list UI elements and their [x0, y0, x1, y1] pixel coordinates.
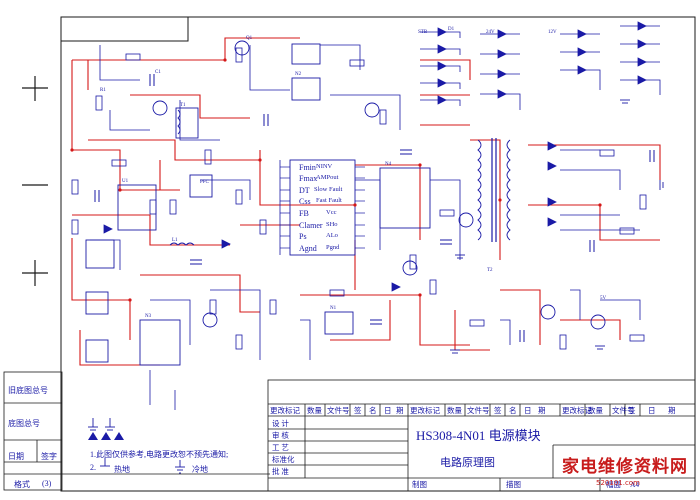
- ic-pin-label: Css: [299, 197, 311, 206]
- cold-ground-label: 冷地: [192, 465, 208, 474]
- component-ref: Q1: [246, 36, 253, 41]
- rev-header-cell: 更改标记: [410, 406, 440, 415]
- rev-header-cell: 文件号: [327, 406, 350, 415]
- ic-pin-label: Slow Fault: [314, 186, 343, 193]
- trace-label: 描图: [506, 480, 521, 489]
- old-base-number-label: 旧底图总号: [8, 386, 48, 395]
- component-ref: STB: [418, 30, 428, 35]
- component-ref: N4: [385, 162, 392, 167]
- component-ref: C1: [155, 70, 161, 75]
- rev-header-cell: 期: [668, 406, 676, 415]
- component-ref: T1: [180, 103, 186, 108]
- component-ref: U1: [122, 179, 129, 184]
- date-label: 日期: [8, 452, 24, 461]
- component-ref: 5V: [600, 296, 607, 301]
- drawing-title: HS308-4N01 电源模块: [416, 428, 541, 443]
- ic-pin-label: Fast Fault: [316, 197, 342, 204]
- ic-pin-label: SHo: [326, 221, 338, 228]
- note-line-1: 1.此图仅供参考,电路更改恕不预先通知;: [90, 450, 229, 459]
- base-number-label: 底图总号: [8, 419, 40, 428]
- note-line-2-prefix: 2.: [90, 463, 96, 472]
- rev-header-cell: 数量: [588, 406, 603, 415]
- component-ref: D1: [448, 27, 455, 32]
- ic-pin-label: AMPout: [316, 174, 339, 181]
- watermark-url: 520101.com: [596, 479, 640, 487]
- rev-header-cell: 文件号: [612, 406, 635, 415]
- format-value: (3): [42, 479, 52, 488]
- sign-label: 签字: [41, 452, 57, 461]
- design-row-label: 设 计: [272, 419, 289, 428]
- rev-header-cell: 日: [384, 406, 392, 415]
- ic-pin-label: Vcc: [326, 209, 337, 216]
- approve-row-label: 批 准: [272, 467, 289, 476]
- component-ref: 12V: [548, 30, 557, 35]
- component-ref: T2: [487, 268, 493, 273]
- review-row-label: 审 核: [272, 431, 289, 440]
- rev-header-cell: 日: [648, 406, 656, 415]
- ic-pin-label: Fmin: [299, 163, 316, 172]
- rev-header-cell: 签: [494, 406, 502, 415]
- ic-pin-label: Agnd: [299, 244, 317, 253]
- ic-pin-label: Pgnd: [326, 244, 340, 251]
- component-ref: 24V: [486, 30, 495, 35]
- ic-pin-label: Fmax: [299, 174, 318, 183]
- standard-row-label: 标准化: [272, 455, 295, 464]
- draw-label: 制图: [412, 480, 427, 489]
- rev-header-cell: 签: [354, 406, 362, 415]
- rev-header-cell: 期: [538, 406, 546, 415]
- component-ref: N3: [145, 314, 152, 319]
- format-label: 格式: [14, 480, 30, 489]
- rev-header-cell: 数量: [307, 406, 322, 415]
- sheet-size-value: A4: [630, 480, 640, 489]
- component-ref: N1: [330, 306, 337, 311]
- watermark-text: 家电维修资料网: [562, 457, 688, 477]
- component-ref: N2: [295, 72, 302, 77]
- rev-header-cell: 期: [396, 406, 404, 415]
- rev-header-cell: 日: [524, 406, 532, 415]
- process-row-label: 工 艺: [272, 443, 289, 452]
- rev-header-cell: 数量: [447, 406, 462, 415]
- drawing-subtitle: 电路原理图: [440, 457, 495, 469]
- ic-pin-label: DT: [299, 186, 310, 195]
- sheet-size-label: 幅面: [606, 480, 621, 489]
- rev-header-cell: 名: [509, 406, 517, 415]
- component-ref: R1: [100, 88, 106, 93]
- ic-pin-label: NINV: [316, 163, 333, 170]
- ic-pin-label: FB: [299, 209, 309, 218]
- ic-pin-label: Clamer: [299, 221, 323, 230]
- hot-ground-label: 热地: [114, 465, 130, 474]
- rev-header-cell: 签: [628, 406, 636, 415]
- component-ref: PFC: [200, 180, 209, 185]
- ic-pin-label: Ps: [299, 232, 307, 241]
- ic-pin-label: ALo: [326, 232, 338, 239]
- rev-header-cell: 更改标记: [562, 406, 592, 415]
- rev-header-cell: 文件号: [467, 406, 490, 415]
- component-ref: L1: [172, 238, 178, 243]
- rev-header-cell: 名: [369, 406, 377, 415]
- rev-header-cell: 更改标记: [270, 406, 300, 415]
